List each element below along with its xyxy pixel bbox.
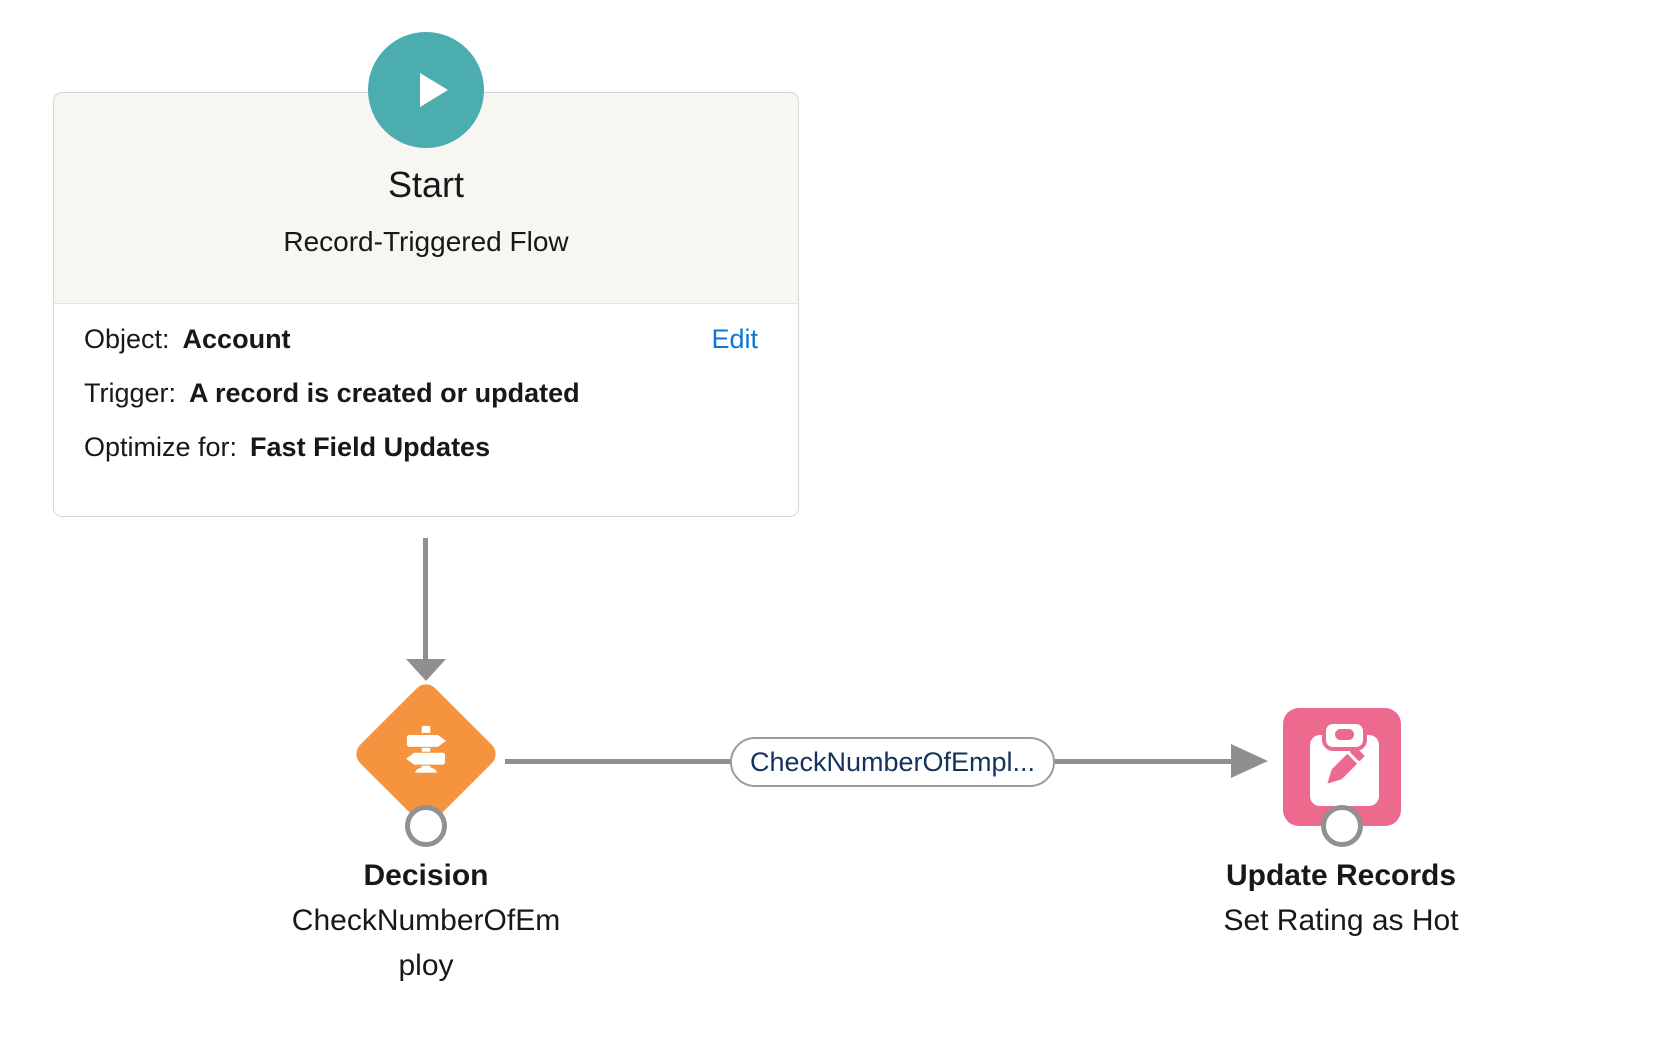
object-label: Object: (84, 324, 170, 354)
arrowhead-down-icon (406, 659, 446, 681)
decision-type-label: Decision (363, 859, 489, 892)
optimize-label: Optimize for: (84, 432, 238, 462)
decision-name-line2: ploy (398, 949, 454, 982)
clipboard-pencil-icon (1310, 720, 1379, 806)
detail-row-trigger: Trigger: A record is created or updated (84, 378, 758, 408)
connector-outcome-label-to-update (1055, 759, 1232, 764)
update-type-label: Update Records (1225, 859, 1457, 892)
detail-row-object: Object: Account Edit (84, 324, 758, 354)
optimize-value: Fast Field Updates (250, 432, 491, 462)
start-node-header: Start Record-Triggered Flow (54, 93, 798, 302)
trigger-value: A record is created or updated (189, 378, 580, 408)
update-node-label: Update Records Set Rating as Hot (1141, 853, 1541, 943)
trigger-label: Trigger: (84, 378, 177, 408)
connector-decision-to-outcome-label (505, 759, 730, 764)
start-node-details: Object: Account Edit Trigger: A record i… (54, 303, 798, 516)
start-element-button[interactable] (368, 32, 484, 148)
start-node-title: Start (387, 164, 465, 205)
outcome-label-text: CheckNumberOfEmpl... (749, 746, 1036, 777)
decision-name-line1: CheckNumberOfEm (291, 904, 561, 937)
decision-connection-point[interactable] (405, 805, 447, 847)
object-value: Account (182, 324, 291, 354)
arrowhead-right-icon (1231, 744, 1268, 778)
start-node[interactable]: Start Record-Triggered Flow Object: Acco… (53, 92, 799, 517)
detail-row-optimize: Optimize for: Fast Field Updates (84, 432, 758, 462)
connector-start-to-decision (423, 538, 428, 660)
edit-button[interactable]: Edit (711, 324, 758, 354)
decision-node-label: Decision CheckNumberOfEm ploy (226, 853, 626, 988)
update-connection-point[interactable] (1321, 805, 1363, 847)
start-node-subtitle: Record-Triggered Flow (283, 226, 569, 257)
play-icon (419, 73, 448, 107)
outcome-connector-label[interactable]: CheckNumberOfEmpl... (730, 737, 1055, 787)
update-records-node[interactable] (1283, 708, 1401, 826)
update-name: Set Rating as Hot (1223, 904, 1459, 937)
